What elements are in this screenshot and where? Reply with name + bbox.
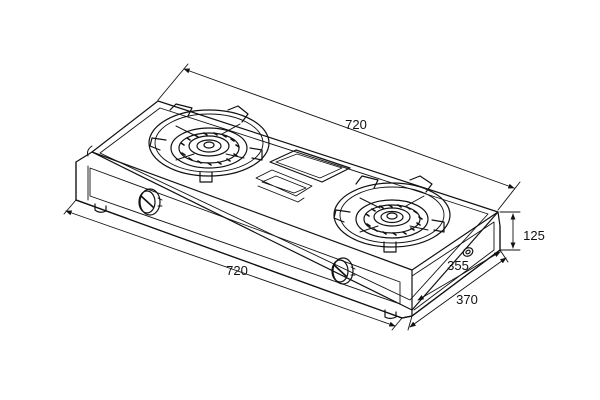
dim-label-outer-depth: 370 xyxy=(456,292,478,307)
dimension-lines xyxy=(63,63,521,331)
dim-top-line xyxy=(183,68,515,189)
dim-top-extension-left xyxy=(157,63,189,101)
dim-label-inner-depth: 355 xyxy=(447,258,469,273)
burner-left xyxy=(148,103,270,183)
dim-front-extension-right xyxy=(391,317,403,331)
stove-body xyxy=(75,100,501,320)
gas-connector xyxy=(462,247,474,257)
dim-label-top-length: 720 xyxy=(345,117,367,132)
top-surface-inner-rim xyxy=(99,107,489,301)
dim-top-extension-right xyxy=(497,181,521,211)
dim-label-height: 125 xyxy=(523,228,545,243)
burner-right xyxy=(333,175,451,253)
foot-left xyxy=(94,203,107,213)
dim-front-line xyxy=(65,210,396,327)
dim-370-line xyxy=(409,257,507,328)
dim-front-extension-left xyxy=(63,199,77,215)
dim-label-front-length: 720 xyxy=(226,263,248,278)
center-drip-tray xyxy=(255,149,351,203)
chevron-mark xyxy=(255,169,313,197)
